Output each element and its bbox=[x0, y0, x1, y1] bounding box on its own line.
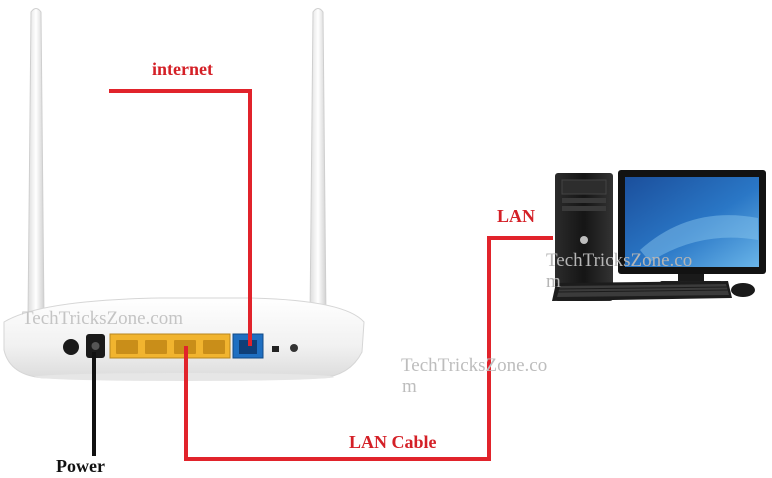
power-label: Power bbox=[56, 456, 105, 476]
lan-label: LAN bbox=[497, 206, 535, 226]
watermark-router: TechTricksZone.com bbox=[22, 308, 183, 329]
watermark-computer-line1: TechTricksZone.co bbox=[546, 250, 692, 271]
wps-button bbox=[290, 344, 298, 352]
desktop-computer-icon bbox=[552, 170, 766, 301]
left-antenna bbox=[27, 8, 45, 319]
watermark-computer-line2: m bbox=[546, 271, 561, 292]
watermark-center-line1: TechTricksZone.co bbox=[401, 355, 547, 376]
internet-cable bbox=[109, 89, 252, 346]
lan-cable-label: LAN Cable bbox=[349, 432, 437, 452]
reset-button bbox=[272, 346, 279, 352]
lan-port-1 bbox=[116, 340, 138, 354]
lan-cable bbox=[184, 236, 553, 461]
power-button bbox=[63, 339, 79, 355]
watermark-center-line2: m bbox=[402, 376, 417, 397]
lan-port-4 bbox=[203, 340, 225, 354]
monitor-screen bbox=[625, 177, 759, 267]
right-antenna bbox=[309, 8, 327, 319]
internet-label: internet bbox=[152, 59, 213, 79]
computer-mouse bbox=[731, 283, 755, 297]
lan-port-2 bbox=[145, 340, 167, 354]
